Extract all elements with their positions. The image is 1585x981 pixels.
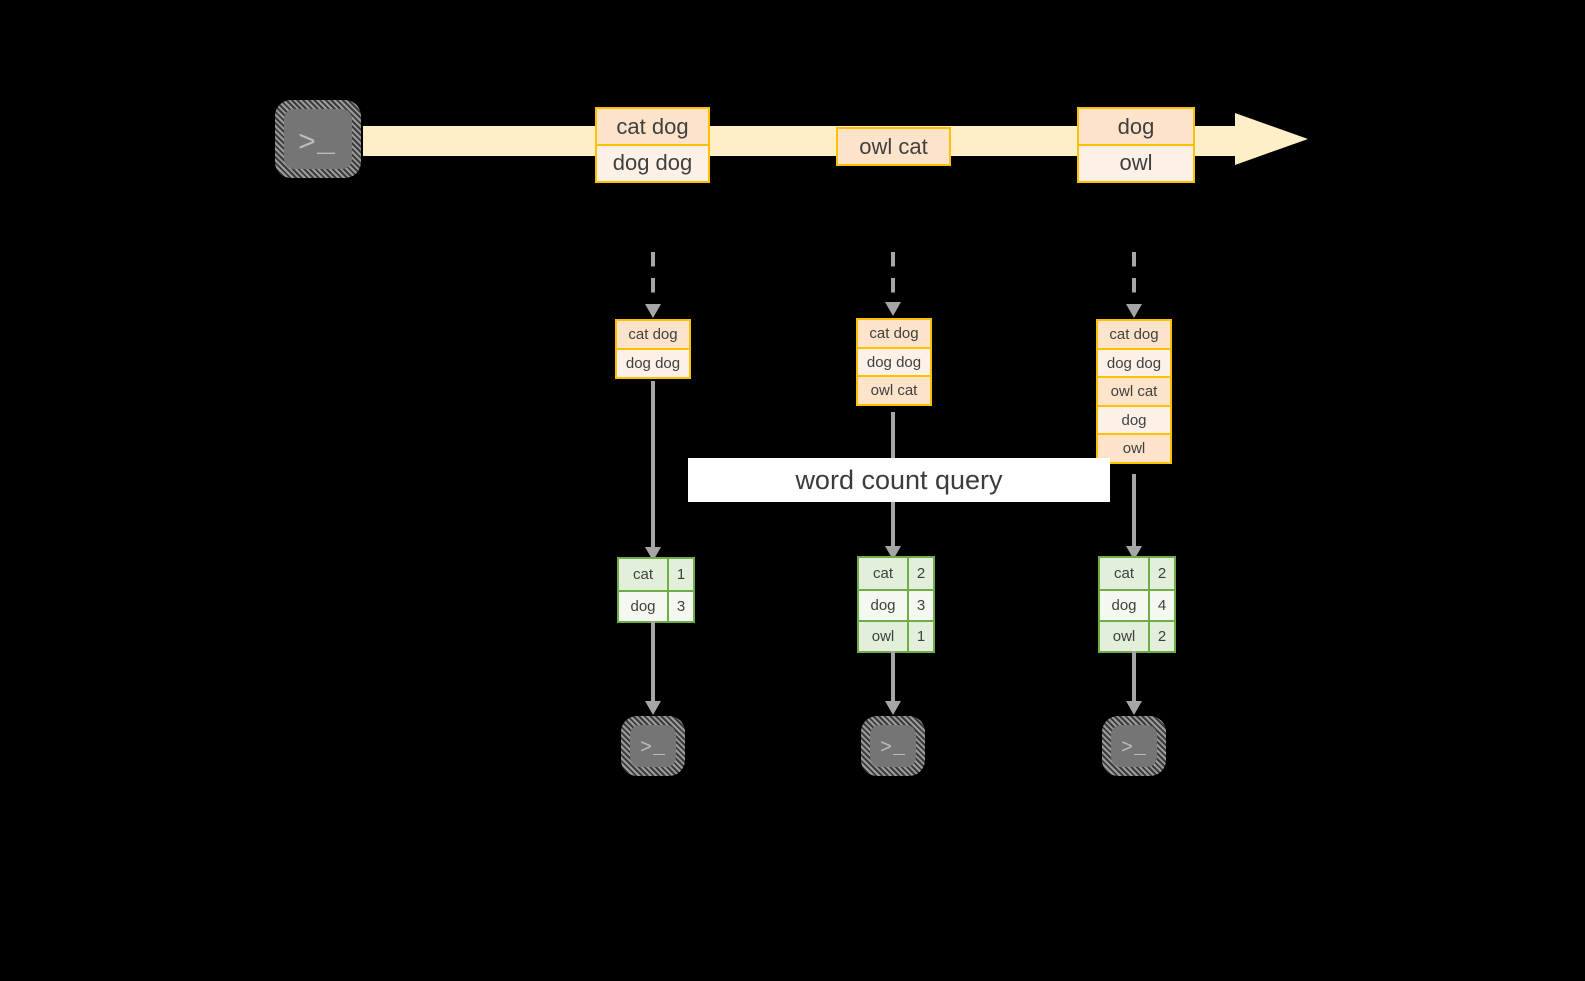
accumulator-message: dog dog bbox=[615, 347, 691, 379]
source-terminal-icon: >_ bbox=[275, 100, 361, 178]
result-table-stage-3: cat 2 dog 4 owl 2 bbox=[1098, 556, 1176, 653]
accumulator-stage-2: cat dog dog dog owl cat bbox=[856, 318, 932, 406]
stream-message: owl cat bbox=[836, 127, 951, 166]
connector-line bbox=[1132, 474, 1136, 548]
table-row: owl 2 bbox=[1100, 620, 1174, 651]
result-count: 1 bbox=[667, 559, 693, 590]
table-row: owl 1 bbox=[859, 620, 933, 651]
result-word: dog bbox=[1100, 591, 1148, 620]
stream-group-3: dog owl bbox=[1077, 107, 1195, 183]
result-table-stage-2: cat 2 dog 3 owl 1 bbox=[857, 556, 935, 653]
sink-terminal-icon-2: >_ bbox=[861, 716, 925, 776]
table-row: cat 2 bbox=[859, 558, 933, 589]
table-row: dog 4 bbox=[1100, 589, 1174, 620]
connector-line bbox=[891, 651, 895, 703]
terminal-face bbox=[630, 725, 676, 767]
accumulator-stage-3: cat dog dog dog owl cat dog owl bbox=[1096, 319, 1172, 464]
result-word: dog bbox=[619, 592, 667, 621]
terminal-face bbox=[870, 725, 916, 767]
query-label-text: word count query bbox=[795, 464, 1003, 495]
connector-arrowhead bbox=[1126, 304, 1142, 318]
accumulator-stage-1: cat dog dog dog bbox=[615, 319, 691, 379]
result-word: owl bbox=[859, 622, 907, 651]
terminal-prompt-glyph: >_ bbox=[880, 737, 907, 760]
result-word: owl bbox=[1100, 622, 1148, 651]
sink-terminal-icon-1: >_ bbox=[621, 716, 685, 776]
stream-arrow-head bbox=[1235, 113, 1308, 165]
result-count: 2 bbox=[1148, 622, 1174, 651]
connector-line bbox=[1132, 651, 1136, 703]
stream-message: cat dog bbox=[595, 107, 710, 146]
connector-arrowhead bbox=[645, 304, 661, 318]
accumulator-message: cat dog bbox=[1096, 319, 1172, 350]
accumulator-message: owl cat bbox=[856, 375, 932, 406]
stream-message: dog dog bbox=[595, 143, 710, 183]
terminal-prompt-glyph: >_ bbox=[298, 127, 337, 161]
terminal-prompt-glyph: >_ bbox=[1121, 737, 1148, 760]
connector-arrowhead bbox=[885, 302, 901, 316]
result-count: 2 bbox=[907, 558, 933, 589]
stream-group-2: owl cat bbox=[836, 127, 951, 166]
result-count: 2 bbox=[1148, 558, 1174, 589]
table-row: cat 1 bbox=[619, 559, 693, 590]
accumulator-message: owl cat bbox=[1096, 376, 1172, 407]
result-word: cat bbox=[859, 558, 907, 589]
accumulator-message: dog dog bbox=[856, 346, 932, 378]
table-row: cat 2 bbox=[1100, 558, 1174, 589]
sink-terminal-icon-3: >_ bbox=[1102, 716, 1166, 776]
accumulator-message: cat dog bbox=[615, 319, 691, 350]
result-word: dog bbox=[859, 591, 907, 620]
terminal-face bbox=[284, 109, 352, 169]
connector-line bbox=[891, 252, 895, 302]
accumulator-message: cat dog bbox=[856, 318, 932, 349]
accumulator-message: dog bbox=[1096, 404, 1172, 436]
result-count: 1 bbox=[907, 622, 933, 651]
table-row: dog 3 bbox=[859, 589, 933, 620]
stream-message: owl bbox=[1077, 143, 1195, 183]
result-word: cat bbox=[619, 559, 667, 590]
accumulator-message: dog dog bbox=[1096, 347, 1172, 379]
result-word: cat bbox=[1100, 558, 1148, 589]
stream-group-1: cat dog dog dog bbox=[595, 107, 710, 183]
connector-arrowhead bbox=[885, 701, 901, 715]
connector-line bbox=[1132, 252, 1136, 304]
connector-line bbox=[651, 381, 655, 549]
stream-message: dog bbox=[1077, 107, 1195, 146]
connector-line bbox=[651, 621, 655, 703]
query-label-band: word count query bbox=[688, 458, 1110, 502]
connector-arrowhead bbox=[1126, 701, 1142, 715]
connector-arrowhead bbox=[645, 701, 661, 715]
result-table-stage-1: cat 1 dog 3 bbox=[617, 557, 695, 623]
result-count: 4 bbox=[1148, 591, 1174, 620]
result-count: 3 bbox=[907, 591, 933, 620]
terminal-prompt-glyph: >_ bbox=[640, 737, 667, 760]
terminal-face bbox=[1111, 725, 1157, 767]
connector-line bbox=[651, 252, 655, 304]
result-count: 3 bbox=[667, 592, 693, 621]
table-row: dog 3 bbox=[619, 590, 693, 621]
